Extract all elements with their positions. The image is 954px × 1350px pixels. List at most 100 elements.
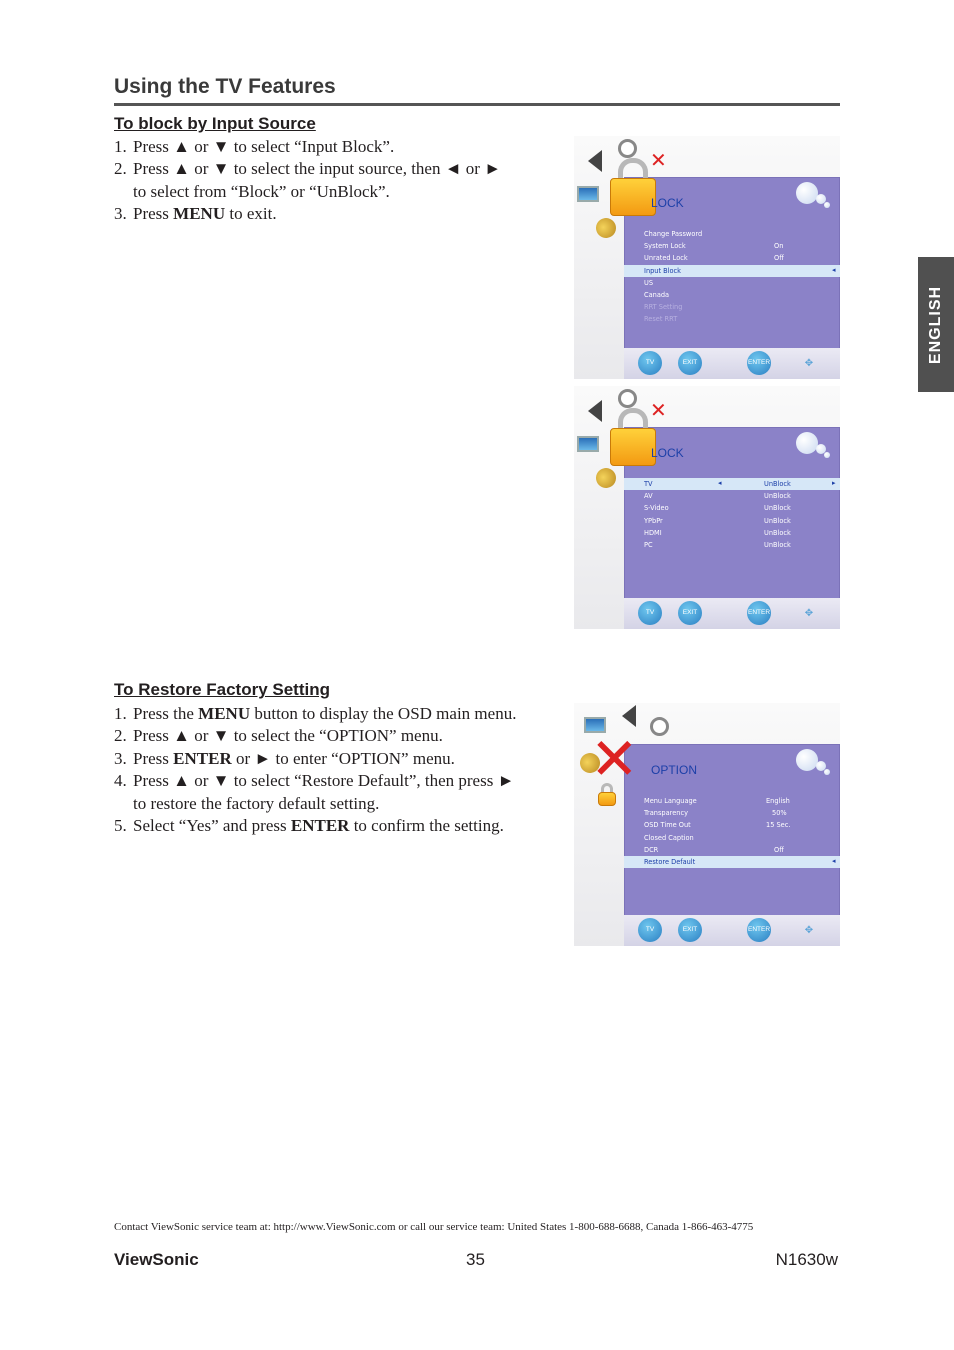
osd-row-label: US — [644, 278, 654, 287]
input-block-heading: To block by Input Source — [114, 114, 316, 133]
step-key: ENTER — [290, 816, 350, 836]
step-item: 3. Press MENU to exit. — [114, 203, 501, 225]
step-item: 2. Press ▲ or ▼ to select the input sour… — [114, 158, 501, 203]
osd-row-label: AV — [644, 492, 653, 501]
osd-row[interactable]: Change Password — [624, 228, 840, 240]
osd-row-disabled: Reset RRT — [624, 313, 840, 325]
monitor-icon — [584, 717, 606, 733]
page-number: 35 — [466, 1250, 485, 1269]
step-key: MENU — [173, 204, 226, 224]
osd-row-label: YPbPr — [644, 516, 663, 525]
osd-row-label: Transparency — [644, 809, 688, 818]
left-arrow-icon: ◂ — [832, 265, 836, 274]
osd-row-label: RRT Setting — [644, 303, 683, 312]
tools-icon: ✕ — [590, 725, 639, 793]
osd-button-bar: TV MENU EXIT ENTER ✥ — [624, 915, 840, 957]
speaker-icon — [622, 705, 636, 727]
language-side-tab: ENGLISH — [918, 257, 954, 392]
page-section-title: Using the TV Features — [114, 75, 336, 98]
step-text: to restore the factory default setting. — [133, 793, 380, 813]
speaker-icon — [588, 150, 602, 172]
step-text: Press ▲ or ▼ to select “Restore Default”… — [133, 771, 515, 791]
osd-title: LOCK — [651, 196, 684, 210]
clock-icon — [618, 389, 637, 408]
osd-row[interactable]: Transparency 50% — [624, 807, 840, 819]
left-arrow-icon: ◂ — [832, 856, 836, 865]
input-block-steps: 1. Press ▲ or ▼ to select “Input Block”.… — [114, 136, 501, 226]
contact-line: Contact ViewSonic service team at: http:… — [114, 1221, 754, 1233]
osd-row-selected[interactable]: Restore Default◂ — [624, 855, 840, 869]
enter-button[interactable]: ENTER — [747, 918, 771, 942]
osd-panel — [624, 744, 840, 916]
exit-button[interactable]: EXIT — [678, 601, 702, 625]
osd-row-value: English — [766, 797, 790, 805]
bubbles-logo-icon — [796, 747, 836, 781]
osd-row-value: UnBlock — [764, 540, 791, 549]
lock-icon — [610, 408, 656, 468]
step-item: 4. Press ▲ or ▼ to select “Restore Defau… — [114, 770, 516, 815]
osd-row-value: UnBlock — [764, 516, 791, 525]
osd-row-label: Unrated Lock — [644, 254, 688, 263]
step-number: 5. — [114, 816, 127, 836]
dpad-icon[interactable]: ✥ — [804, 925, 814, 936]
osd-row-label: HDMI — [644, 528, 662, 537]
dpad-icon[interactable]: ✥ — [804, 608, 814, 619]
tv-menu-button[interactable]: TV MENU — [638, 351, 662, 390]
step-number: 1. — [114, 704, 127, 723]
osd-row[interactable]: US — [624, 277, 840, 289]
osd-button-bar: TV MENU EXIT ENTER ✥ — [624, 348, 840, 390]
step-key: MENU — [198, 704, 251, 723]
osd-row-label: TV — [644, 480, 653, 488]
step-text: Press ▲ or ▼ to select the input source,… — [133, 159, 502, 179]
osd-row-selected[interactable]: Input Block◂ — [624, 264, 840, 277]
osd-row[interactable]: YPbPr UnBlock — [624, 515, 840, 527]
step-key: ENTER — [173, 748, 232, 768]
step-text: Press ▲ or ▼ to select the “OPTION” menu… — [133, 726, 443, 746]
tools-icon: ✕ — [650, 148, 667, 172]
osd-row[interactable]: Closed Caption — [624, 832, 840, 844]
osd-row[interactable]: Canada — [624, 289, 840, 301]
step-item: 3. Press ENTER or ► to enter “OPTION” me… — [114, 748, 516, 770]
exit-button[interactable]: EXIT — [678, 918, 702, 942]
lock-icon — [610, 158, 656, 218]
osd-row-selected[interactable]: TV◂UnBlock▸ — [624, 478, 840, 491]
osd-title: OPTION — [651, 763, 698, 777]
step-number: 4. — [114, 771, 127, 791]
osd-row-label: Canada — [644, 290, 670, 299]
osd-row-label: Change Password — [644, 230, 703, 238]
enter-button[interactable]: ENTER — [747, 351, 771, 375]
footer-brand: ViewSonic — [114, 1250, 199, 1269]
restore-factory-steps: 1. Press the MENU button to display the … — [114, 703, 516, 837]
exit-button[interactable]: EXIT — [678, 351, 702, 375]
step-item: 5. Select “Yes” and press ENTER to confi… — [114, 815, 516, 837]
osd-panel — [624, 177, 840, 349]
osd-row-value: 50% — [772, 809, 787, 818]
title-rule — [114, 103, 840, 106]
restore-factory-heading: To Restore Factory Setting — [114, 680, 330, 699]
dpad-icon[interactable]: ✥ — [804, 358, 814, 369]
monitor-icon — [577, 436, 599, 452]
bubbles-logo-icon — [796, 180, 836, 214]
osd-row-label: PC — [644, 540, 653, 549]
clock-icon — [650, 717, 669, 736]
step-text: Select “Yes” and press — [133, 816, 291, 836]
clock-icon — [618, 139, 637, 158]
osd-row[interactable]: PC UnBlock — [624, 539, 840, 551]
tv-menu-button[interactable]: TV MENU — [638, 601, 662, 640]
speaker-icon — [588, 400, 602, 422]
enter-button[interactable]: ENTER — [747, 601, 771, 625]
osd-row-value: Off — [774, 845, 784, 854]
tv-menu-button[interactable]: TV MENU — [638, 918, 662, 957]
step-text: Press the — [133, 704, 199, 723]
